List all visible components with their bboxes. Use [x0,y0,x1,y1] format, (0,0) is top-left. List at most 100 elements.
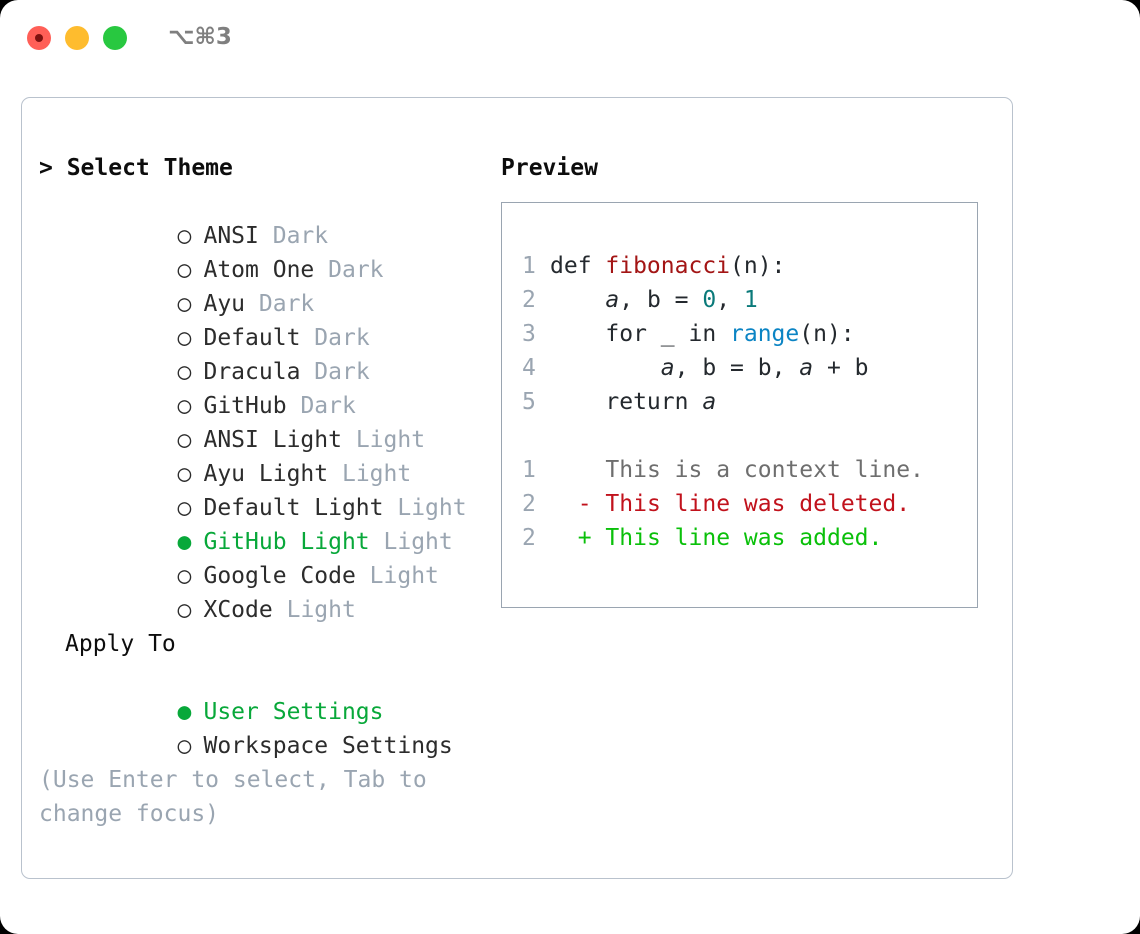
theme-option-label: Google Code [203,563,356,589]
theme-option-tag: Light [397,495,467,521]
theme-option-tag: Light [341,461,412,487]
minimize-button[interactable] [65,26,89,50]
code-line: 3 for _ in range(n): [522,317,969,351]
theme-option-default-light[interactable]: ○ Default Light Light [39,457,489,521]
theme-option-ayu-light[interactable]: ○ Ayu Light Light [39,423,489,487]
traffic-lights [27,26,127,50]
radio-icon: ○ [177,461,192,487]
theme-option-atom-one[interactable]: ○ Atom One Dark [39,219,489,283]
radio-icon: ○ [177,257,192,283]
token-variable: a [605,287,620,313]
panel-columns: > Select Theme ○ ANSI Dark ○ Atom One Dark… [22,98,1012,878]
code-line: 5 return a [522,385,969,419]
theme-list-column: > Select Theme ○ ANSI Dark ○ Atom One Dark… [39,151,489,831]
theme-option-default[interactable]: ○ Default Dark [39,287,489,351]
theme-option-label: XCode [203,597,273,623]
line-number: 2 [522,525,536,551]
theme-option-label: Default Light [203,495,384,521]
code-line: 4 a, b = b, a + b [522,351,969,385]
radio-icon: ○ [177,325,192,351]
line-number: 2 [522,491,536,517]
theme-option-ansi-light[interactable]: ○ ANSI Light Light [39,389,489,453]
theme-option-label: GitHub [203,393,287,419]
theme-option-label: ANSI Light [203,427,342,453]
token-variable: a [702,389,717,415]
theme-option-ansi[interactable]: ○ ANSI Dark [39,185,489,249]
line-number: 1 [522,457,536,483]
apply-to-option-label: Workspace Settings [203,733,453,759]
theme-option-label: Default [203,325,301,351]
theme-option-tag: Dark [314,359,370,385]
diff-sign: - [577,491,592,517]
radio-icon: ○ [177,393,192,419]
theme-option-dracula[interactable]: ○ Dracula Dark [39,321,489,385]
zoom-button[interactable] [103,26,127,50]
code-line: 2 a, b = 0, 1 [522,283,969,317]
diff-text: This line was added. [605,525,883,551]
radio-icon: ○ [177,427,192,453]
theme-picker-panel: > Select Theme ○ ANSI Dark ○ Atom One Dark… [21,97,1013,879]
theme-option-google-code[interactable]: ○ Google Code Light [39,525,489,589]
theme-option-tag: Dark [300,393,356,419]
theme-option-ayu[interactable]: ○ Ayu Dark [39,253,489,317]
line-number: 3 [522,321,536,347]
theme-option-xcode[interactable]: ○ XCode Light [39,559,489,623]
diff-line-added: 2 + This line was added. [522,521,969,555]
token-builtin-call: range [730,321,800,347]
keyboard-hint-text: (Use Enter to select, Tab to change focu… [39,767,427,827]
diff-line-deleted: 2 - This line was deleted. [522,487,969,521]
theme-option-tag: Light [369,563,439,589]
theme-option-tag: Dark [258,291,315,317]
radio-icon: ○ [177,223,192,249]
token-variable: a [660,355,675,381]
line-number: 5 [522,389,536,415]
theme-option-label: ANSI [203,223,259,249]
theme-option-tag: Light [383,529,453,555]
apply-to-option-label: User Settings [203,699,384,725]
theme-option-label: Dracula [203,359,301,385]
radio-icon: ○ [177,291,192,317]
diff-text: This is a context line. [605,457,924,483]
radio-icon: ○ [177,359,192,385]
line-number: 1 [522,253,536,279]
close-button[interactable] [27,26,51,50]
diff-sign [578,457,592,483]
token-number: 1 [743,287,758,313]
theme-option-label: Ayu Light [203,461,329,487]
radio-icon: ○ [177,597,192,623]
radio-icon: ○ [177,495,192,521]
token-variable: a [799,355,814,381]
radio-selected-icon: ● [177,699,192,725]
radio-icon: ○ [177,733,192,759]
diff-text: This line was deleted. [605,491,911,517]
apply-to-option-user-settings[interactable]: ● User Settings [39,661,489,725]
diff-line-context: 1 This is a context line. [522,453,969,487]
theme-option-tag: Dark [328,257,384,283]
line-number: 2 [522,287,536,313]
radio-icon: ○ [177,563,192,589]
radio-selected-icon: ● [177,529,192,555]
theme-option-tag: Dark [272,223,329,249]
apply-to-header: Apply To [65,631,176,657]
theme-option-tag: Dark [314,325,370,351]
theme-option-label: Atom One [203,257,315,283]
title-bar: ⌥⌘3 [0,0,1140,76]
theme-option-github-light[interactable]: ● GitHub Light Light [39,491,489,555]
theme-option-tag: Light [355,427,426,453]
keyboard-shortcut-label: ⌥⌘3 [168,24,232,50]
theme-option-label: GitHub Light [203,529,370,555]
theme-option-tag: Light [286,597,356,623]
preview-header: Preview [501,155,598,181]
line-number: 4 [522,355,536,381]
diff-sample: 1 This is a context line. 2 - This line … [522,453,969,555]
theme-option-label: Ayu [203,291,246,317]
token-number: 0 [702,287,717,313]
select-theme-header: > Select Theme [39,155,233,181]
theme-option-github[interactable]: ○ GitHub Dark [39,355,489,419]
token-function-name: fibonacci [605,253,731,279]
apply-to-option-workspace-settings[interactable]: ○ Workspace Settings [39,695,489,759]
